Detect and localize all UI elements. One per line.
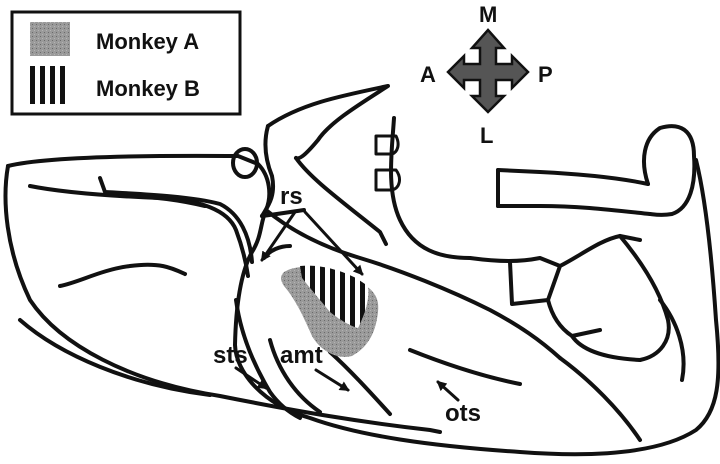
label-sts: sts <box>213 342 248 369</box>
legend-swatch-monkey-b <box>30 66 70 104</box>
legend-label-monkey-a: Monkey A <box>96 29 199 54</box>
compass: M L A P <box>420 2 553 148</box>
temporal-lobe-contours <box>234 208 642 442</box>
ots-arrow <box>436 380 460 402</box>
brain-outline <box>3 153 720 457</box>
legend: Monkey A Monkey B <box>10 10 242 116</box>
compass-west-label: A <box>420 62 436 87</box>
legend-label-monkey-b: Monkey B <box>96 76 200 101</box>
sts-arrow <box>234 366 268 390</box>
compass-east-label: P <box>538 62 553 87</box>
left-lobe-contours <box>28 176 254 288</box>
legend-swatch-monkey-a <box>30 22 70 56</box>
label-ots: ots <box>445 400 481 427</box>
compass-south-label: L <box>480 123 493 148</box>
amt-arrow <box>314 368 350 392</box>
recording-site-monkey-b <box>300 265 369 328</box>
compass-north-label: M <box>479 2 497 27</box>
label-rs: rs <box>280 183 303 210</box>
rs-arrows <box>260 210 364 276</box>
central-structures <box>231 84 697 382</box>
compass-rose-icon <box>446 28 530 114</box>
label-amt: amt <box>280 342 323 369</box>
